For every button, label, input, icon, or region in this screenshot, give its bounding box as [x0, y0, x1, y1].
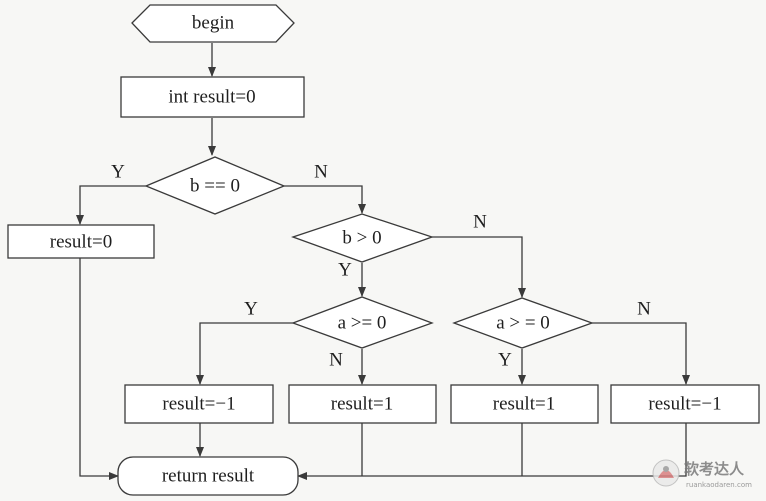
result-pos1-right-process: result=1: [450, 384, 599, 424]
edge-b-gt-0-no: [432, 236, 526, 298]
result-neg1-right-label: result=−1: [648, 394, 721, 415]
label-right-a-no: N: [637, 299, 651, 320]
edge-right-a-no: [592, 322, 690, 385]
result-zero-process: result=0: [7, 224, 155, 259]
label-right-a-yes: Y: [498, 350, 512, 371]
result-zero-label: result=0: [50, 232, 112, 253]
decision-left-a-ge-0: a >= 0: [291, 296, 434, 349]
decision-right-a-ge-0: a > = 0: [452, 297, 594, 349]
begin-label: begin: [192, 13, 235, 34]
decision-b-eq-0-label: b == 0: [190, 176, 240, 197]
label-left-a-yes: Y: [244, 299, 258, 320]
watermark-logo-icon: [652, 459, 680, 487]
result-pos1-right-label: result=1: [493, 394, 555, 415]
decision-b-eq-0: b == 0: [144, 156, 286, 215]
decision-right-a-ge-0-label: a > = 0: [496, 313, 550, 334]
edge-b-eq-0-yes: [76, 185, 146, 225]
decision-b-gt-0-label: b > 0: [342, 228, 381, 249]
result-neg1-left-label: result=−1: [162, 394, 235, 415]
decision-left-a-ge-0-label: a >= 0: [338, 313, 387, 334]
label-b-gt-0-no: N: [473, 212, 487, 233]
init-process: int result=0: [120, 76, 305, 118]
edge-result-zero-to-return: [79, 258, 119, 480]
begin-terminal: begin: [131, 4, 295, 43]
result-neg1-right-process: result=−1: [610, 384, 760, 424]
result-pos1-left-process: result=1: [288, 384, 437, 424]
edge-merge-to-return: [298, 423, 687, 476]
label-b-gt-0-yes: Y: [338, 260, 352, 281]
result-pos1-left-label: result=1: [331, 394, 393, 415]
decision-b-gt-0: b > 0: [291, 213, 435, 263]
return-terminal: return result: [117, 456, 299, 496]
label-b-eq-0-yes: Y: [111, 162, 125, 183]
result-neg1-left-process: result=−1: [124, 384, 274, 424]
edge-left-a-yes: [196, 322, 293, 385]
return-label: return result: [162, 466, 255, 487]
label-left-a-no: N: [329, 350, 343, 371]
edge-b-eq-0-no: [284, 185, 366, 214]
label-b-eq-0-no: N: [314, 162, 328, 183]
watermark-url: ruankaodaren.com: [686, 481, 752, 489]
watermark: 软考达人 ruankaodaren.com: [652, 459, 752, 489]
watermark-text: 软考达人: [684, 460, 745, 478]
init-label: int result=0: [168, 87, 255, 108]
